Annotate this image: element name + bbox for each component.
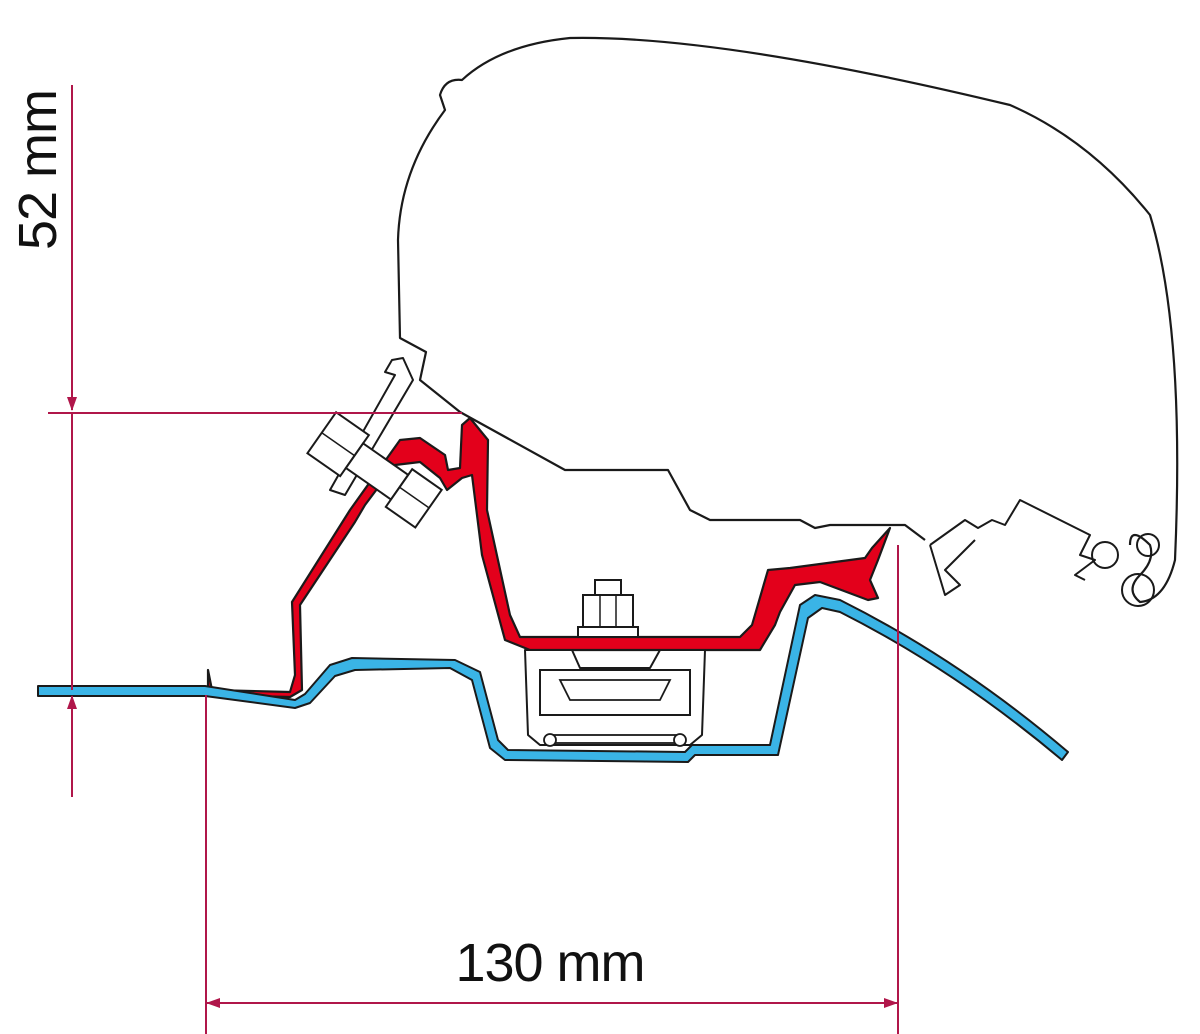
width-dimension-label: 130 mm [455, 933, 645, 993]
adapter-profile [206, 416, 892, 699]
channel-ring [1136, 533, 1160, 557]
awning-lower-profile [459, 411, 926, 541]
height-dimension [48, 85, 462, 797]
channel-ring [1121, 573, 1155, 607]
awning-rear-channel [929, 499, 1096, 596]
adapter-teeth [214, 670, 279, 682]
mounting-clamp [524, 579, 706, 747]
bracket-bolt [306, 410, 444, 529]
width-dimension [205, 545, 899, 1034]
channel-ring [1091, 541, 1119, 569]
height-dimension-label: 52 mm [8, 89, 68, 251]
awning-housing [396, 36, 1179, 604]
roof-panel [37, 594, 1069, 763]
